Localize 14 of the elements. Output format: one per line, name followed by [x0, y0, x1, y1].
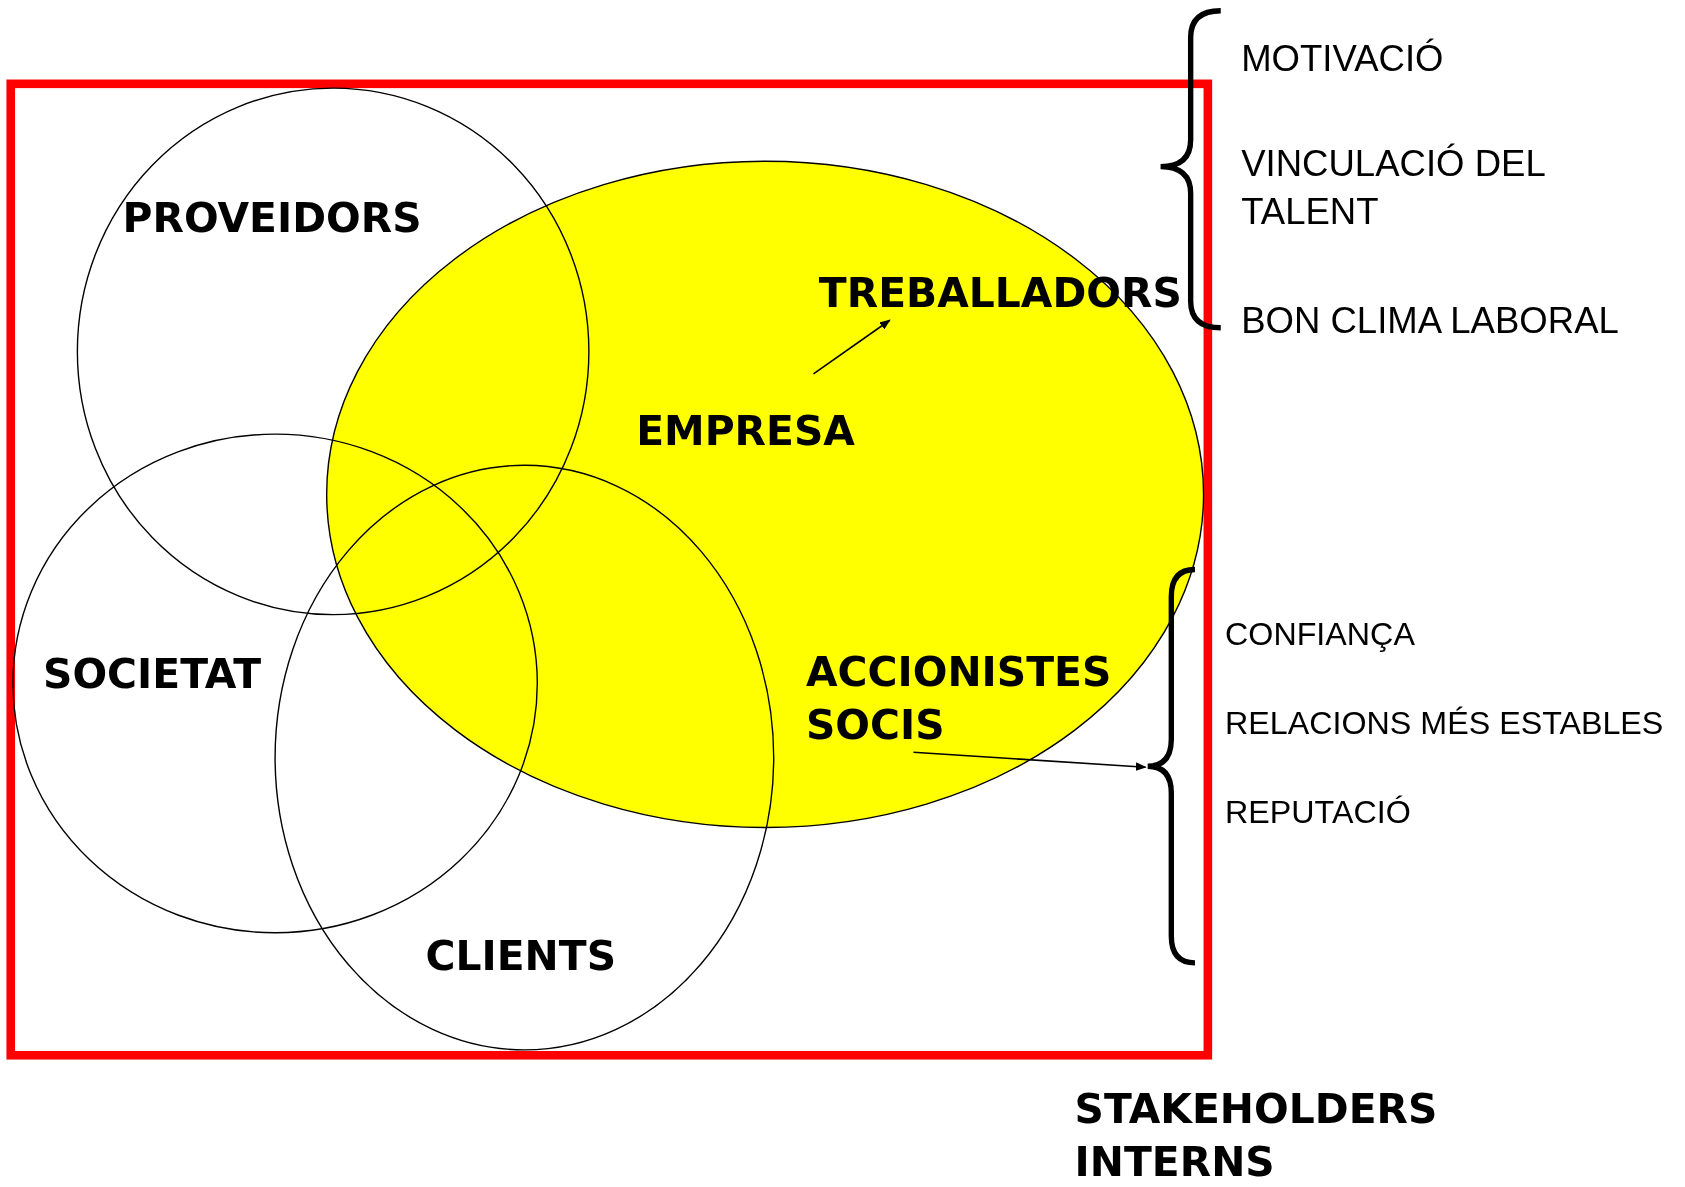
stakeholder-label: CLIENTS: [425, 931, 617, 983]
arrow: [812, 319, 891, 375]
benefit-text: CONFIANÇA: [1225, 614, 1416, 654]
arrow: [912, 751, 1147, 771]
benefit-text: RELACIONS MÉS ESTABLES: [1225, 703, 1665, 743]
benefit-text: VINCULACIÓ DEL TALENT: [1241, 141, 1546, 234]
caption-text: STAKEHOLDERS INTERNS: [1074, 1084, 1439, 1187]
benefit-text: BON CLIMA LABORAL: [1241, 298, 1620, 343]
stakeholder-label: SOCIETAT: [43, 649, 262, 700]
stakeholder-label: ACCIONISTES SOCIS: [805, 647, 1113, 751]
stakeholder-label: PROVEIDORS: [122, 193, 422, 244]
benefit-text: MOTIVACIÓ: [1241, 36, 1445, 81]
stakeholder-label: EMPRESA: [636, 406, 855, 457]
benefit-text: REPUTACIÓ: [1225, 793, 1412, 832]
